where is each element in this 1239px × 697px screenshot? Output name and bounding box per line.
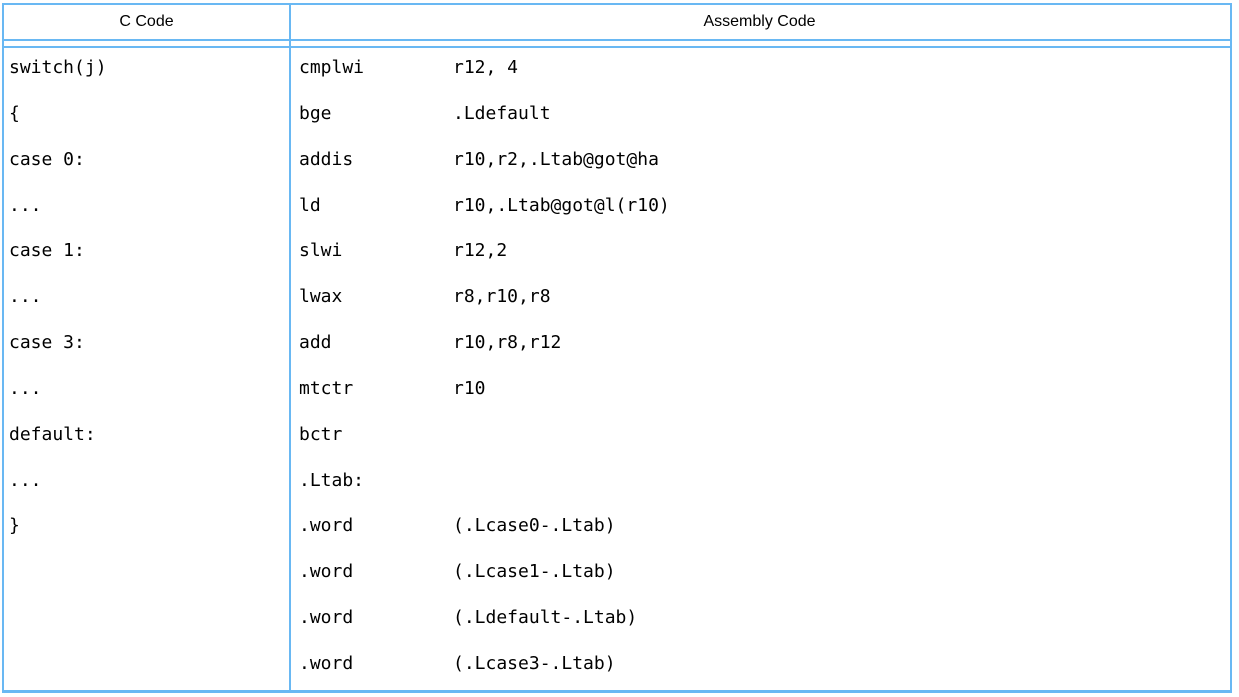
- assembly-operands: [453, 461, 1230, 507]
- header-body-divider-gap: [4, 41, 1230, 48]
- table-row: .word (.Ldefault-.Ltab): [4, 598, 1230, 644]
- table-row: switch(j) cmplwi r12, 4: [4, 48, 1230, 94]
- assembly-cell: mtctr r10: [291, 369, 1230, 415]
- c-code-cell: switch(j): [9, 57, 107, 78]
- c-code-cell: ...: [9, 286, 42, 308]
- assembly-mnemonic: lwax: [299, 286, 343, 308]
- c-code-cell: default:: [9, 423, 96, 445]
- assembly-operands: r12,2: [453, 240, 508, 262]
- c-code-cell: case 0:: [9, 148, 85, 170]
- assembly-operands: (.Lcase3-.Ltab): [453, 652, 616, 674]
- table-row: case 1: slwi r12,2: [4, 231, 1230, 277]
- assembly-operands: r10,r2,.Ltab@got@ha: [453, 148, 659, 170]
- c-code-cell: ...: [9, 469, 42, 491]
- assembly-mnemonic: mtctr: [299, 377, 354, 399]
- assembly-mnemonic: .word: [299, 515, 354, 537]
- table-header-row: C Code Assembly Code: [4, 5, 1230, 41]
- assembly-operands: (.Lcase0-.Ltab): [453, 515, 616, 537]
- c-code-cell: ...: [9, 194, 42, 216]
- assembly-mnemonic: bctr: [299, 423, 343, 445]
- assembly-operands: .Ldefault: [453, 102, 551, 124]
- c-code-cell: case 1:: [9, 240, 85, 262]
- assembly-cell: lwax r8,r10,r8: [291, 277, 1230, 323]
- assembly-operands: r10,r8,r12: [453, 332, 562, 354]
- assembly-cell: add r10,r8,r12: [291, 323, 1230, 369]
- assembly-mnemonic: .word: [299, 652, 354, 674]
- c-code-cell: [4, 598, 289, 644]
- assembly-cell: .word (.Lcase0-.Ltab): [291, 506, 1230, 552]
- table-row: { bge .Ldefault: [4, 94, 1230, 140]
- header-c-code: C Code: [119, 13, 174, 30]
- assembly-cell: .Ltab:: [291, 461, 1230, 507]
- assembly-cell: .word (.Lcase3-.Ltab): [291, 644, 1230, 690]
- table-row: case 3: add r10,r8,r12: [4, 323, 1230, 369]
- c-code-cell: ...: [9, 377, 42, 399]
- c-code-cell: case 3:: [9, 332, 85, 354]
- assembly-cell: addis r10,r2,.Ltab@got@ha: [291, 140, 1230, 186]
- assembly-cell: bge .Ldefault: [291, 94, 1230, 140]
- assembly-mnemonic: ld: [299, 194, 321, 216]
- table-row: ... lwax r8,r10,r8: [4, 277, 1230, 323]
- assembly-mnemonic: .word: [299, 561, 354, 583]
- assembly-operands: r8,r10,r8: [453, 286, 551, 308]
- table-row: ... .Ltab:: [4, 461, 1230, 507]
- assembly-cell: .word (.Ldefault-.Ltab): [291, 598, 1230, 644]
- table-row: .word (.Lcase3-.Ltab): [4, 644, 1230, 690]
- assembly-cell: ld r10,.Ltab@got@l(r10): [291, 186, 1230, 232]
- assembly-operands: (.Ldefault-.Ltab): [453, 607, 638, 629]
- assembly-mnemonic: addis: [299, 148, 354, 170]
- header-assembly-code: Assembly Code: [703, 13, 816, 30]
- assembly-mnemonic: add: [299, 332, 332, 354]
- assembly-cell: slwi r12,2: [291, 231, 1230, 277]
- table-row: case 0: addis r10,r2,.Ltab@got@ha: [4, 140, 1230, 186]
- assembly-cell: .word (.Lcase1-.Ltab): [291, 552, 1230, 598]
- assembly-mnemonic: bge: [299, 102, 332, 124]
- c-code-cell: [4, 552, 289, 598]
- code-comparison-table: C Code Assembly Code switch(j) cmplwi r1…: [2, 3, 1232, 693]
- assembly-operands: r12, 4: [453, 57, 519, 78]
- c-code-cell: [4, 644, 289, 690]
- table-row: .word (.Lcase1-.Ltab): [4, 552, 1230, 598]
- table-body: switch(j) cmplwi r12, 4 { bge .Ldefault …: [4, 48, 1230, 690]
- table-row: default: bctr: [4, 415, 1230, 461]
- assembly-operands: (.Lcase1-.Ltab): [453, 561, 616, 583]
- assembly-operands: r10,.Ltab@got@l(r10): [453, 194, 670, 216]
- assembly-mnemonic: slwi: [299, 240, 343, 262]
- c-code-cell: }: [9, 515, 20, 537]
- assembly-mnemonic: .Ltab:: [299, 469, 365, 491]
- c-code-cell: {: [9, 102, 20, 124]
- assembly-mnemonic: .word: [299, 607, 354, 629]
- column-divider: [289, 5, 291, 690]
- assembly-cell: cmplwi r12, 4: [291, 48, 1230, 94]
- table-row: ... ld r10,.Ltab@got@l(r10): [4, 186, 1230, 232]
- assembly-operands: [453, 415, 1230, 461]
- assembly-cell: bctr: [291, 415, 1230, 461]
- table-row: } .word (.Lcase0-.Ltab): [4, 506, 1230, 552]
- table-row: ... mtctr r10: [4, 369, 1230, 415]
- assembly-mnemonic: cmplwi: [299, 57, 365, 78]
- assembly-operands: r10: [453, 377, 486, 399]
